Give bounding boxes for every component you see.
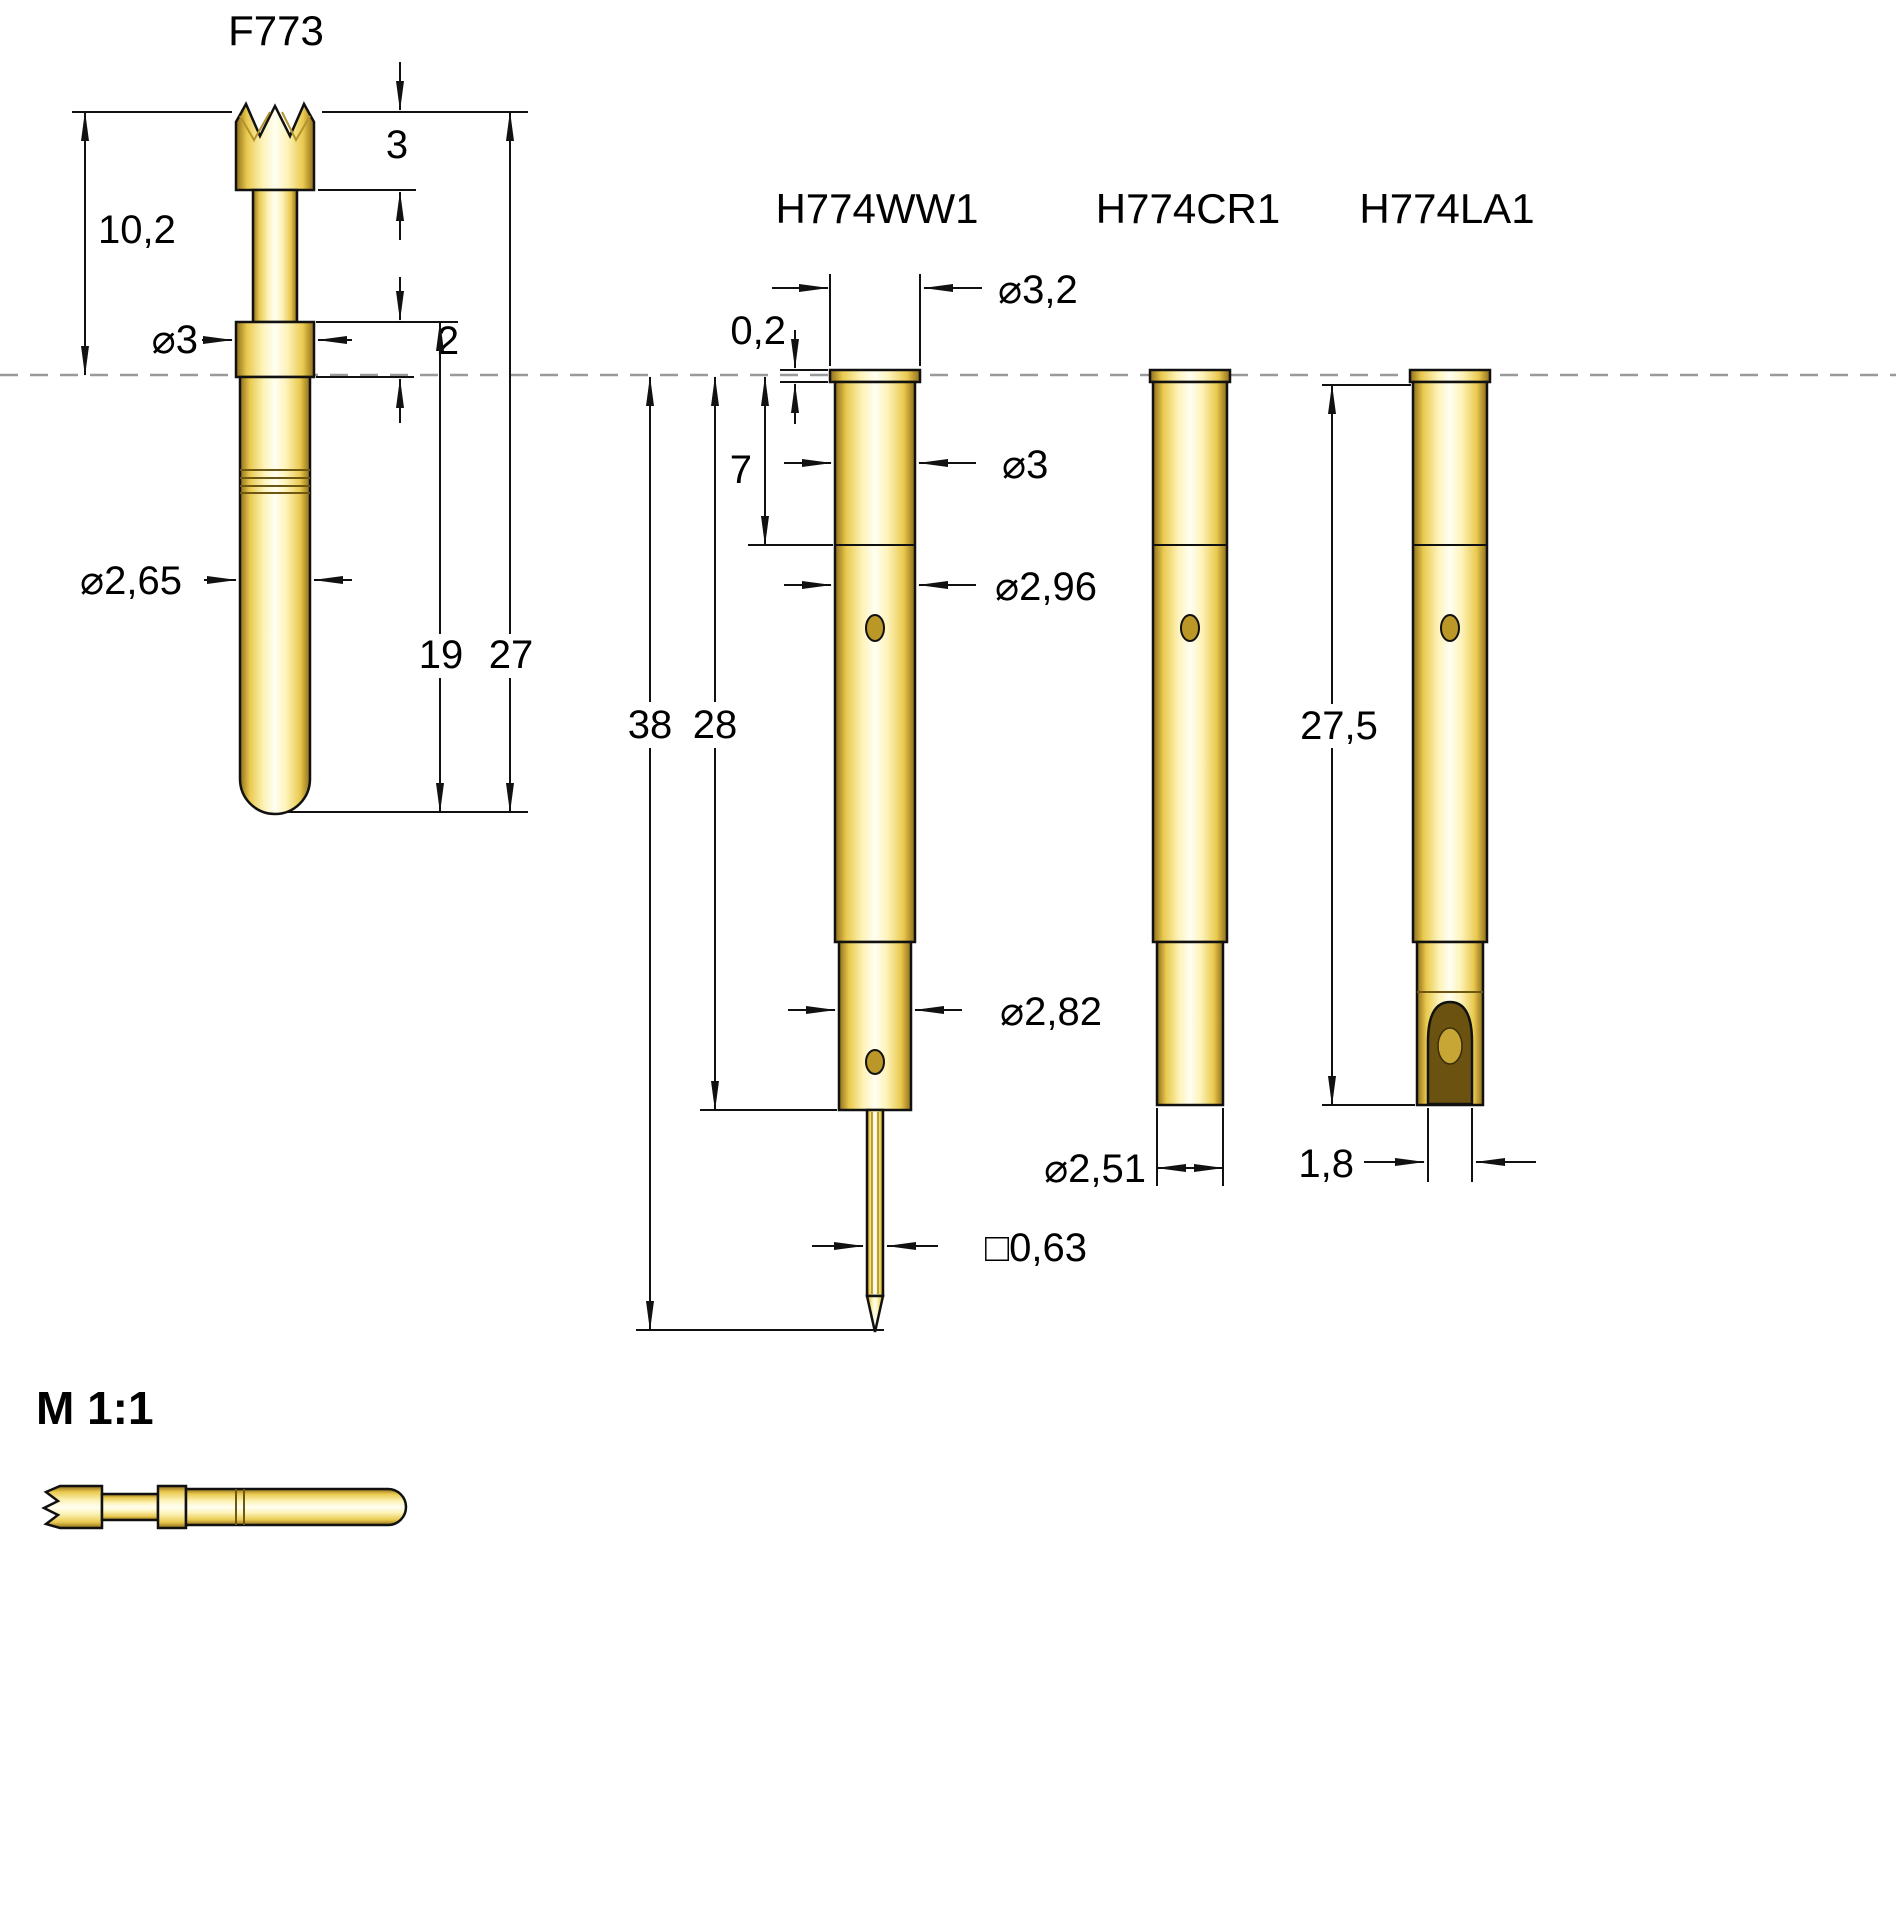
f773-plunger [251,188,299,324]
la1-body [1411,380,1489,944]
f773-barrel [238,375,312,816]
label-f773: F773 [228,7,324,54]
ww1-lower-body [837,940,913,1112]
label-h774cr1: H774CR1 [1096,185,1280,232]
dim-f773-collar-diameter: ⌀3 [152,318,198,362]
scale-label: M 1:1 [36,1382,154,1434]
m11-collar [156,1484,188,1530]
f773-crown-back-serrations [239,111,311,143]
cr1-hole [1180,614,1200,642]
dim-f773-upper-length: 10,2 [98,208,176,252]
probe-f773 [234,101,316,816]
cr1-body [1151,380,1229,944]
dim-h774-crimp-diameter: ⌀2,51 [1044,1147,1146,1191]
f773-collar [234,320,316,379]
label-h774ww1: H774WW1 [775,185,978,232]
cr1-crimp-section [1155,940,1225,1107]
ww1-body [833,380,917,944]
m11-crown-head [41,1484,104,1530]
dim-h774-bore-diameter: ⌀3 [1002,443,1048,487]
dim-f773-barrel-diameter: ⌀2,65 [80,559,182,603]
dim-h774-body-length: 28 [693,703,738,747]
m11-plunger [100,1492,160,1522]
dim-h774-cup-width: 1,8 [1298,1142,1354,1186]
la1-hole [1440,614,1460,642]
receptacle-h774ww1 [828,368,922,1333]
dim-f773-barrel-length: 19 [419,633,464,677]
dim-h774-flange-diameter: ⌀3,2 [998,268,1078,312]
ww1-flange [828,368,922,384]
dim-h774-post-square: □0,63 [985,1226,1087,1270]
receptacle-h774la1 [1408,368,1492,1107]
dim-h774-body-diameter: ⌀2,96 [995,565,1097,609]
dim-h774-bore-depth: 7 [730,448,752,492]
ww1-wirewrap-post [865,1108,885,1298]
receptacle-h774cr1 [1148,368,1232,1107]
label-h774la1: H774LA1 [1359,185,1534,232]
m11-crimp-groove [235,1489,245,1525]
f773-crown-head [234,101,316,192]
f773-dimensions: 3 10,2 ⌀3 2 ⌀2,65 19 27 [72,62,536,813]
dim-f773-total-length: 27 [489,633,534,677]
f773-crimp-groove [240,469,310,494]
ww1-upper-hole [865,614,885,642]
dim-f773-tip-length: 3 [386,123,408,167]
dim-h774-flange-thickness: 0,2 [730,309,786,353]
cr1-flange [1148,368,1232,384]
true-scale-view: M 1:1 [36,1382,408,1530]
ww1-post-tip [865,1294,885,1333]
m11-barrel [184,1487,408,1527]
la1-flange [1408,368,1492,384]
dim-h774-total-length: 38 [628,703,673,747]
dim-h774-la-body-length: 27,5 [1300,704,1378,748]
ww1-lower-hole [865,1049,885,1075]
la1-cup-inner [1437,1027,1463,1065]
h774-dimensions: 0,2 ⌀3,2 7 ⌀3 ⌀2,96 38 28 ⌀2,82 [622,268,1536,1331]
dim-h774-lower-diameter: ⌀2,82 [1000,990,1102,1034]
